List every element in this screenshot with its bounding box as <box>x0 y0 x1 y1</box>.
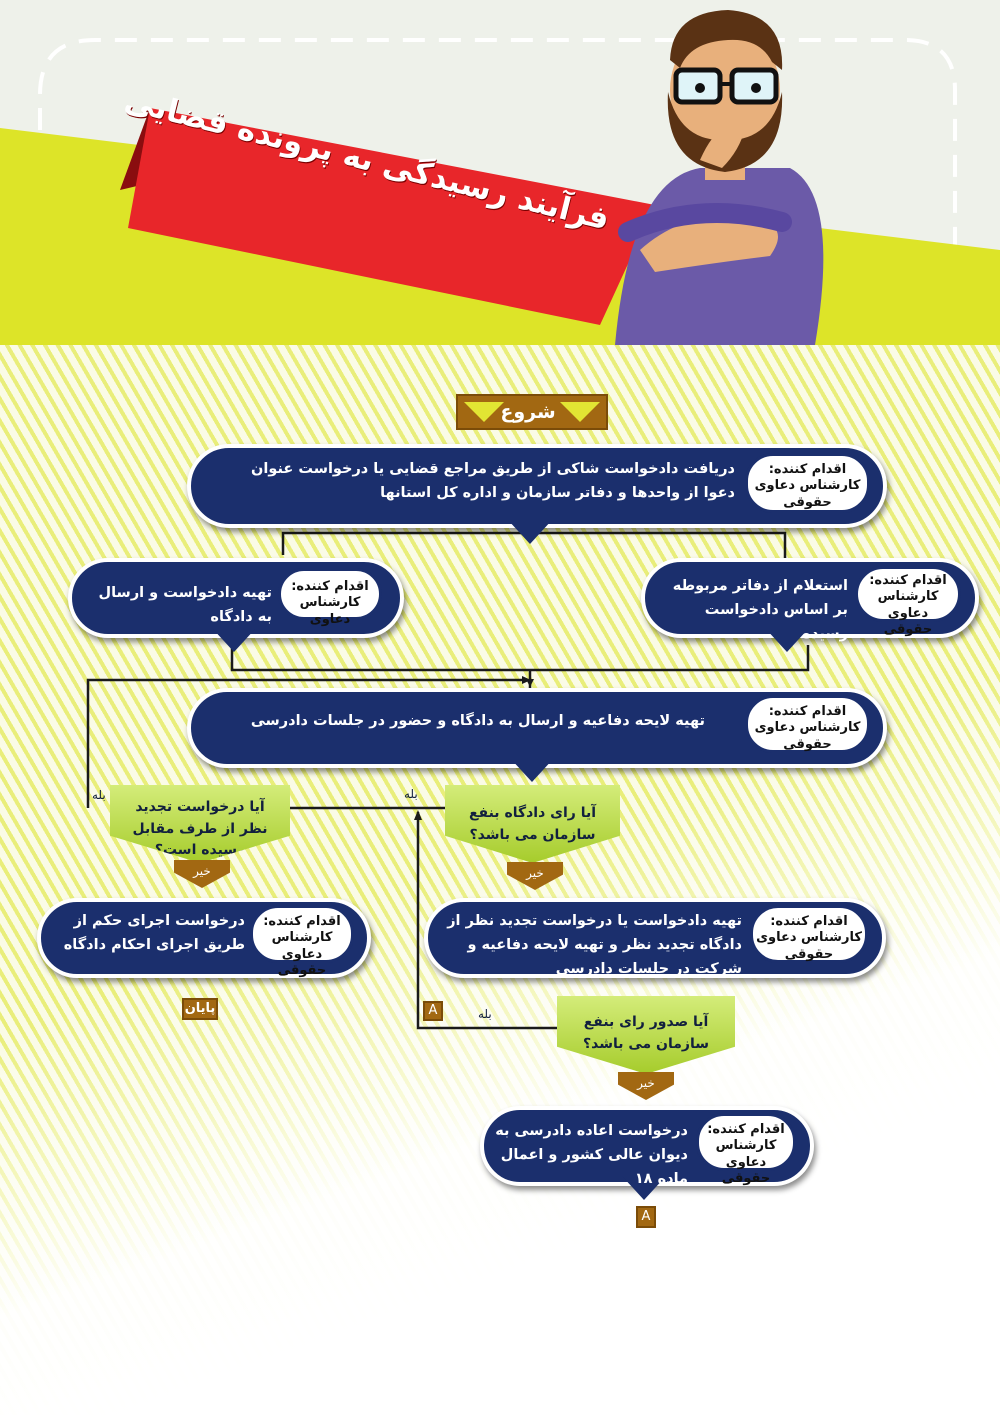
end-badge: پایان <box>182 998 218 1020</box>
step-4-text: تهیه لایحه دفاعیه و ارسال به دادگاه و حض… <box>250 713 705 729</box>
step-2-actor-badge: اقدام کننده: کارشناس دعاوی حقوقی <box>855 566 961 637</box>
chevron-down-icon <box>464 402 504 422</box>
step-1-text: دریافت دادخواست شاکی از طریق مراجع قضایی… <box>251 461 735 501</box>
step-1-pointer <box>508 520 552 544</box>
end-label: پایان <box>184 1001 216 1016</box>
actor-heading: اقدام کننده: <box>768 462 847 477</box>
actor-heading: اقدام کننده: <box>263 914 341 929</box>
chevron-down-icon <box>560 402 600 422</box>
actor-qualifier: حقوقی <box>783 494 832 510</box>
yes-label: بله <box>404 787 418 801</box>
actor-role: کارشناس دعاوی <box>877 589 939 621</box>
decision-text: آیا صدور رای بنفع سازمان می باشد؟ <box>582 1014 710 1052</box>
actor-heading: اقدام کننده: <box>770 914 848 929</box>
step-4-pointer <box>510 758 554 782</box>
step-1-actor-badge: اقدام کننده: کارشناس دعاوی حقوقی <box>745 453 870 513</box>
actor-qualifier: حقوقی <box>277 962 327 978</box>
no-label: خیر <box>193 864 211 878</box>
step-7-text: درخواست اعاده دادرسی به دیوان عالی کشور … <box>495 1123 688 1187</box>
step-3-text: تهیه دادخواست و ارسال به دادگاه <box>98 585 272 625</box>
title-ribbon <box>128 108 655 325</box>
step-4-actor-badge: اقدام کننده: کارشناس دعاوی حقوقی <box>745 695 870 753</box>
actor-qualifier: حقوقی <box>784 946 834 962</box>
step-6-actor-badge: اقدام کننده: کارشناس دعاوی حقوقی <box>250 905 354 978</box>
thinking-man-illustration <box>615 10 824 345</box>
step-3-pointer <box>212 628 256 652</box>
yes-label: بله <box>478 1007 492 1021</box>
step-5-actor-badge: اقدام کننده: کارشناس دعاوی حقوقی <box>750 905 868 963</box>
connector-a-label: A <box>428 1003 438 1018</box>
actor-qualifier: حقوقی <box>883 621 933 637</box>
step-2-pointer <box>765 628 809 652</box>
step-7-pointer <box>622 1176 666 1200</box>
step-3-actor-badge: اقدام کننده: کارشناس دعاوی <box>278 568 382 627</box>
bottom-connector-badge: A <box>636 1206 656 1228</box>
actor-qualifier: حقوقی <box>721 1170 771 1186</box>
no-label: خیر <box>637 1076 655 1090</box>
decision-text: آیا درخواست تجدید نظر از طرف مقابل رسیده… <box>132 799 268 859</box>
actor-heading: اقدام کننده: <box>291 579 369 594</box>
no-label: خیر <box>526 866 544 880</box>
yes-label: بله <box>92 788 106 802</box>
decision-text: آیا رای دادگاه بنفع سازمان می باشد؟ <box>468 805 597 843</box>
actor-role: کارشناس دعاوی <box>715 1138 777 1170</box>
step-7-actor-badge: اقدام کننده: کارشناس دعاوی حقوقی <box>696 1113 796 1186</box>
actor-role: کارشناس دعاوی <box>299 595 361 627</box>
actor-role: کارشناس دعاوی <box>754 478 861 494</box>
connector-a-badge: A <box>423 1001 443 1021</box>
actor-role: کارشناس دعاوی <box>754 720 861 736</box>
step-6-text: درخواست اجرای حکم از طریق اجرای احکام دا… <box>63 913 245 953</box>
actor-heading: اقدام کننده: <box>869 573 947 588</box>
connector-a-label: A <box>641 1209 651 1224</box>
actor-role: کارشناس دعاوی <box>271 930 333 962</box>
actor-qualifier: حقوقی <box>783 736 832 752</box>
step-5-text: تهیه دادخواست یا درخواست تجدید نظر از دا… <box>447 913 742 977</box>
start-label: شروع <box>500 401 556 423</box>
actor-heading: اقدام کننده: <box>707 1122 785 1137</box>
actor-role: کارشناس دعاوی <box>756 930 862 946</box>
actor-heading: اقدام کننده: <box>768 704 847 719</box>
step-2-text: استعلام از دفاتر مربوطه بر اساس دادخواست… <box>672 578 848 642</box>
header-graphics <box>0 10 1000 345</box>
